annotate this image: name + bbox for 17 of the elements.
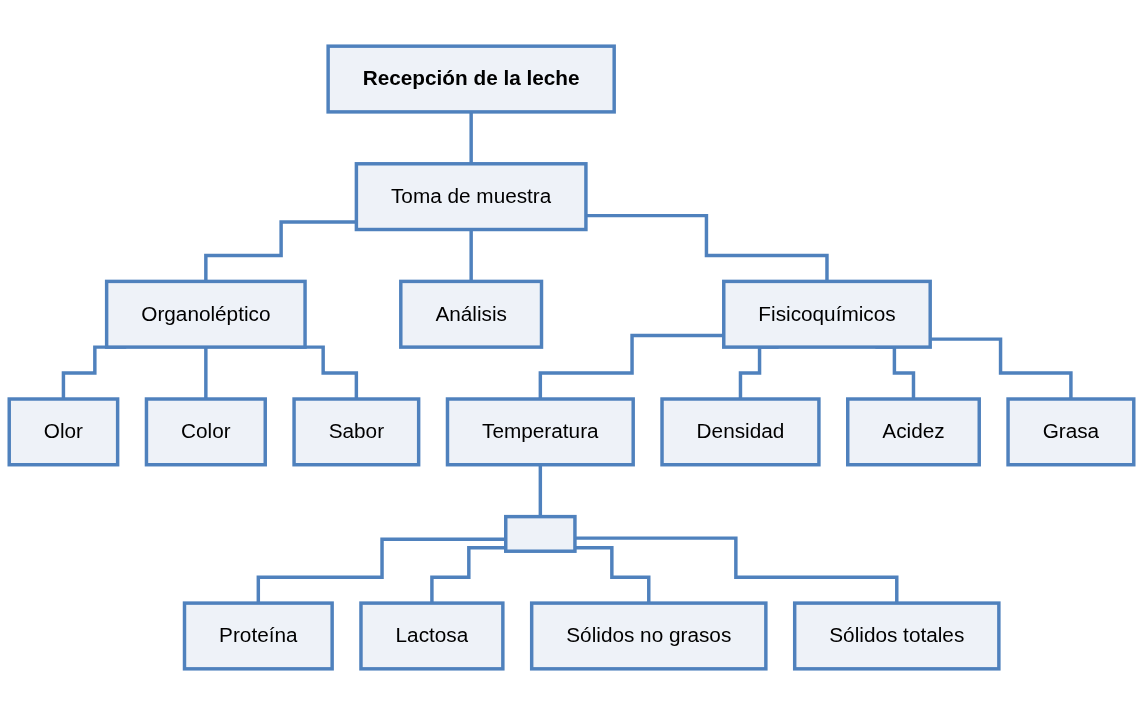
node-box: Sólidos totales (792, 601, 1001, 671)
node-box: Análisis (399, 279, 544, 349)
node-box: Temperatura (445, 397, 635, 467)
node-box (504, 514, 577, 553)
node-box: Lactosa (359, 601, 505, 671)
node-box: Olor (7, 397, 120, 467)
node-box: Fisicoquímicos (722, 279, 932, 349)
node-box: Grasa (1006, 397, 1136, 467)
node-box: Sabor (292, 397, 421, 467)
node-box: Organoléptico (104, 279, 307, 349)
node-box: Color (144, 397, 267, 467)
node-box: Toma de muestra (354, 162, 588, 232)
node-box: Densidad (660, 397, 821, 467)
node-box: Recepción de la leche (326, 44, 616, 114)
node-box: Acidez (846, 397, 981, 467)
node-box: Proteína (182, 601, 334, 671)
node-box: Sólidos no grasos (529, 601, 768, 671)
